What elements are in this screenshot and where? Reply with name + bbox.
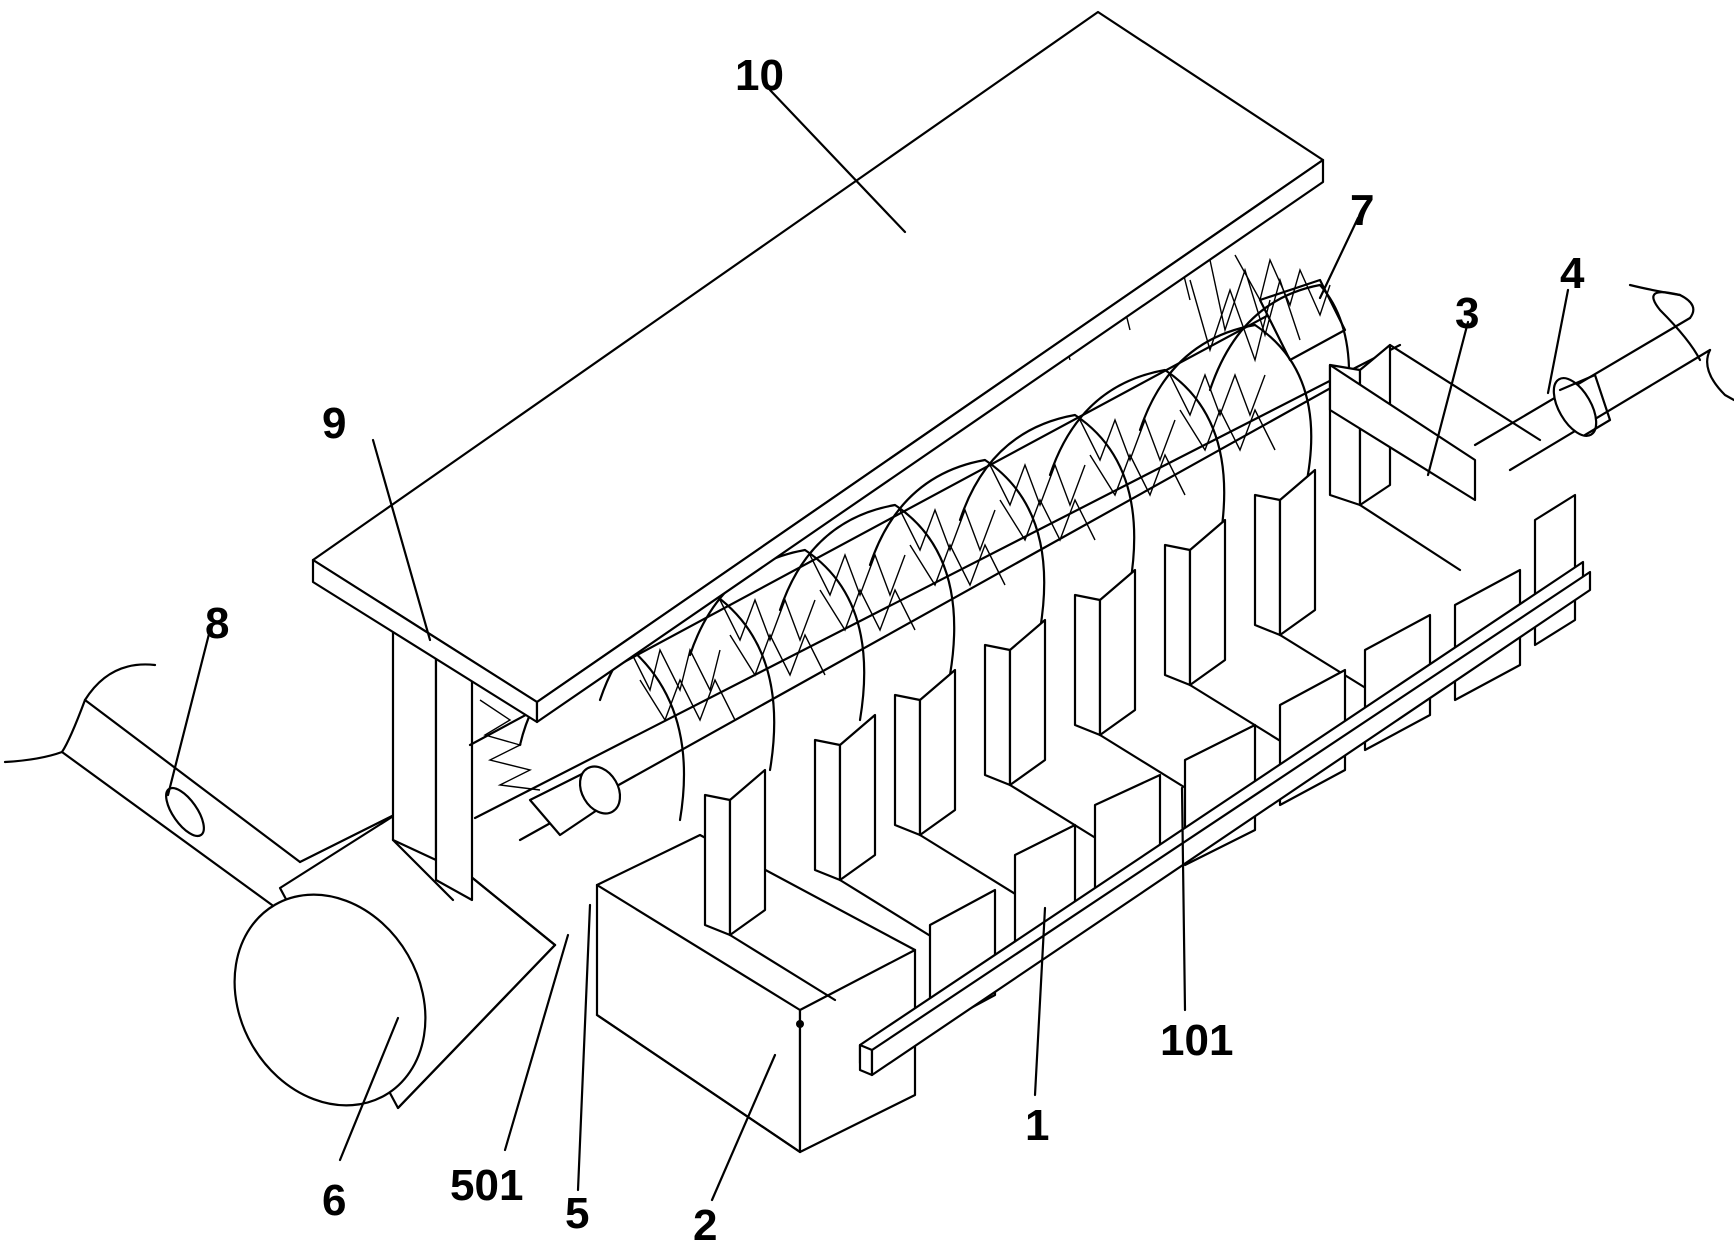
- label-10: 10: [735, 51, 784, 100]
- front-rail-1: [858, 560, 1592, 1077]
- label-2: 2: [693, 1201, 717, 1248]
- label-101: 101: [1160, 1016, 1233, 1065]
- leader-10: [768, 88, 907, 234]
- label-5: 5: [565, 1189, 589, 1238]
- leader-9: [371, 438, 432, 642]
- label-501: 501: [450, 1161, 523, 1210]
- right-shaft-4: [1473, 283, 1734, 472]
- label-4: 4: [1560, 249, 1585, 298]
- leader-8: [166, 628, 212, 797]
- leader-5: [576, 903, 592, 1192]
- top-plate-10: [311, 10, 1325, 724]
- leader-lines: [166, 88, 1570, 1202]
- reference-labels: 10 7 4 3 9 8 6 501 5 2 1 101: [205, 51, 1585, 1248]
- label-8: 8: [205, 599, 229, 648]
- motor-6: [233, 813, 557, 1110]
- label-1: 1: [1025, 1101, 1049, 1150]
- leader-3: [1426, 320, 1470, 477]
- label-6: 6: [322, 1176, 346, 1225]
- leader-2: [710, 1053, 777, 1202]
- label-9: 9: [322, 399, 346, 448]
- leader-4: [1546, 288, 1570, 395]
- leader-101: [1180, 786, 1187, 1012]
- left-shaft-8: [3, 663, 402, 907]
- leader-501: [503, 933, 570, 1152]
- label-3: 3: [1455, 289, 1479, 338]
- leader-6: [338, 1016, 400, 1162]
- leader-7: [1318, 216, 1360, 300]
- label-7: 7: [1350, 186, 1374, 235]
- leader-1: [1033, 906, 1047, 1097]
